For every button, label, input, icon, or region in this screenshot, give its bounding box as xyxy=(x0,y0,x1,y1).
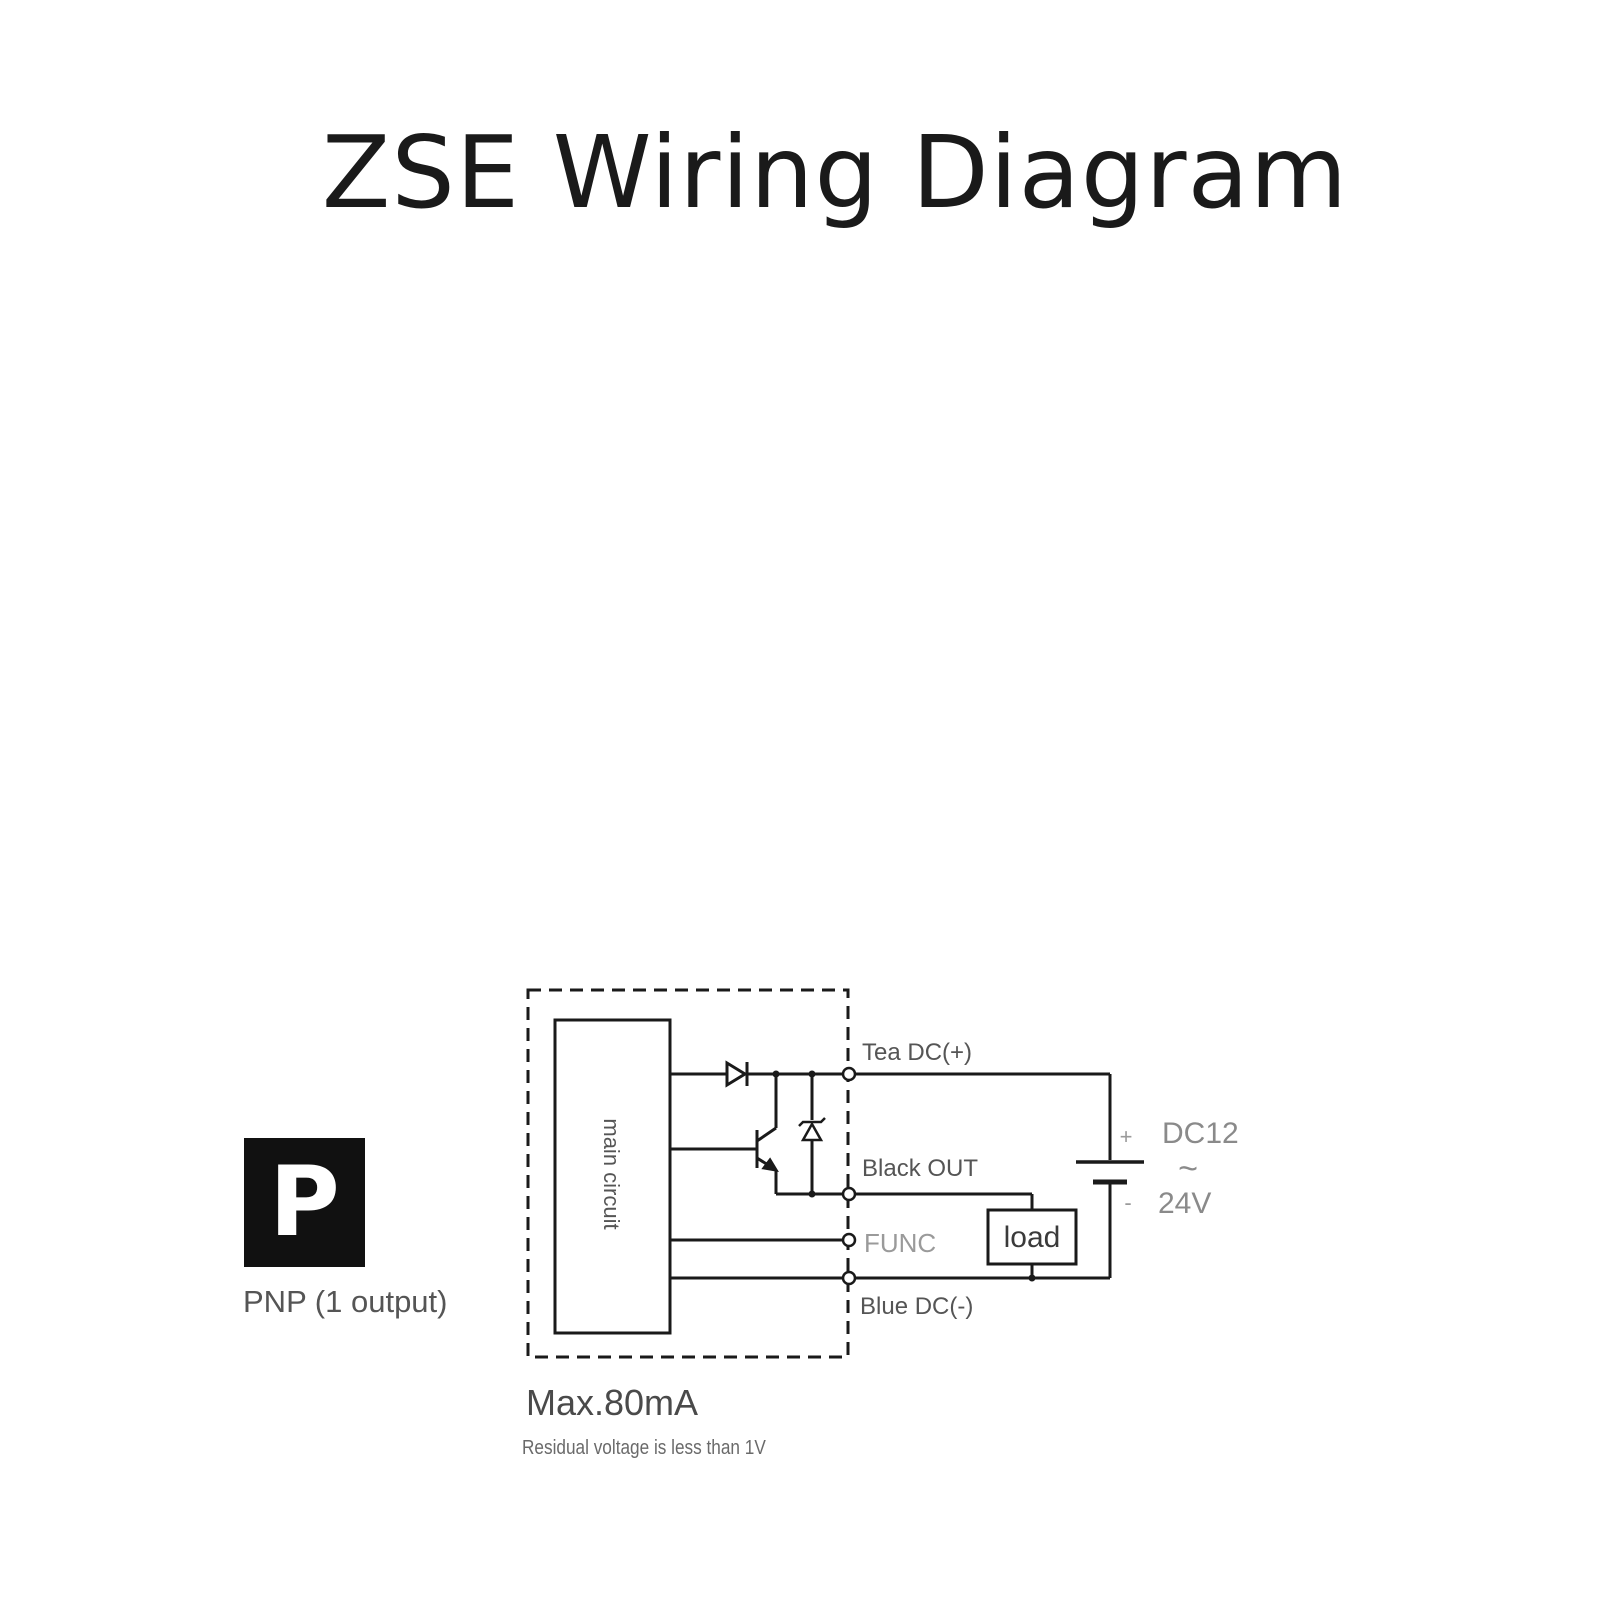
internal-wires xyxy=(670,1072,849,1280)
badge-letter: P xyxy=(269,1146,340,1258)
badge-caption: PNP (1 output) xyxy=(243,1284,448,1319)
terminal-circles xyxy=(841,1066,857,1286)
external-wires xyxy=(855,1072,1112,1280)
zener-diode-icon xyxy=(798,1117,826,1142)
terminal-label-negative: Blue DC(-) xyxy=(860,1293,973,1320)
max-current-note: Max.80mA xyxy=(526,1382,699,1423)
supply-voltage-bottom: 24V xyxy=(1158,1187,1211,1220)
sensor-boundary xyxy=(526,988,850,1359)
diode-icon xyxy=(725,1060,749,1088)
supply-minus: - xyxy=(1124,1190,1131,1215)
terminal-label-func: FUNC xyxy=(864,1228,936,1258)
terminal-label-positive: Tea DC(+) xyxy=(862,1039,972,1066)
supply-voltage-top: DC12 xyxy=(1162,1117,1239,1150)
supply-plus: + xyxy=(1120,1124,1133,1149)
pnp-badge: P xyxy=(244,1138,365,1267)
load-box xyxy=(986,1208,1078,1266)
residual-voltage-note: Residual voltage is less than 1V xyxy=(522,1437,766,1459)
main-circuit-box xyxy=(553,1018,672,1335)
load-label: load xyxy=(1004,1221,1061,1254)
supply-tilde: ~ xyxy=(1178,1150,1198,1188)
page-title: ZSE Wiring Diagram xyxy=(321,114,1349,231)
transistor-icon xyxy=(755,1126,779,1173)
main-circuit-label: main circuit xyxy=(599,1118,624,1229)
terminal-label-output: Black OUT xyxy=(862,1155,978,1182)
junction-dots xyxy=(772,1070,1036,1282)
battery-icon xyxy=(1076,1160,1144,1185)
